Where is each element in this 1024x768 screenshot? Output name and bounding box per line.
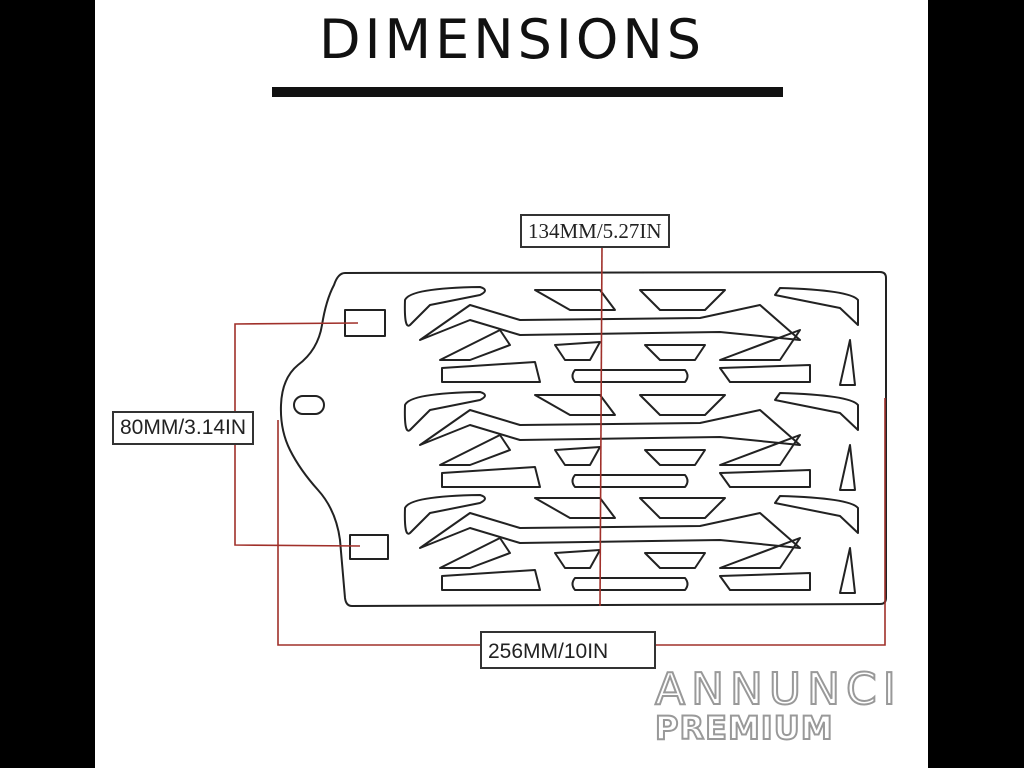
grille-slots [403,286,859,594]
grille-slot [639,289,726,311]
grille-slot [839,547,856,594]
grille-slot [839,339,856,386]
grille-slot [554,446,601,466]
grille-slot [719,572,811,591]
grille-slot [439,329,511,361]
grille-slot [554,341,601,361]
mount-slot [293,395,325,415]
grille-slot [719,434,801,466]
grille-slot [644,449,706,466]
page-title: DIMENSIONS [319,8,705,71]
grille-slot [639,394,726,416]
title-underline [272,87,783,97]
grille-slot [719,537,801,569]
grille-slot [774,392,859,431]
watermark-line2: PREMIUM [654,709,834,747]
grille-slot [441,361,541,383]
grille-slot [719,329,801,361]
width-label: 134MM/5.27IN [520,214,670,248]
grille-slot [441,569,541,591]
length-label: 256MM/10IN [480,631,656,669]
grille-slot [644,344,706,361]
grille-slot [839,444,856,491]
watermark-line1: ANNUNCI [654,664,902,715]
grille-slot [571,369,689,383]
grille-slot [534,394,616,416]
height-label: 80MM/3.14IN [112,411,255,445]
grille-slot [403,494,486,535]
grille-slot [534,289,616,311]
grille-slot [419,512,801,549]
length-dimension-line [277,398,886,646]
grille-slot [534,497,616,519]
grille-slot [774,287,859,326]
grille-slot [571,577,689,591]
grille-slot [441,466,541,488]
grille-slot [419,409,801,446]
grille-slot [719,364,811,383]
grille-slot [571,474,689,488]
grille-slot [644,552,706,569]
grille-slot [439,537,511,569]
grille-slot [403,286,486,327]
mount-hole-bottom [349,534,389,560]
grille-slot [554,549,601,569]
watermark: ANNUNCI PREMIUM [654,664,902,747]
grille-slot [439,434,511,466]
grille-slot [419,304,801,341]
grille-slot [774,495,859,534]
width-dimension-line [599,244,603,607]
grille-slot [719,469,811,488]
grille-slot [403,391,486,432]
grille-slot [639,497,726,519]
